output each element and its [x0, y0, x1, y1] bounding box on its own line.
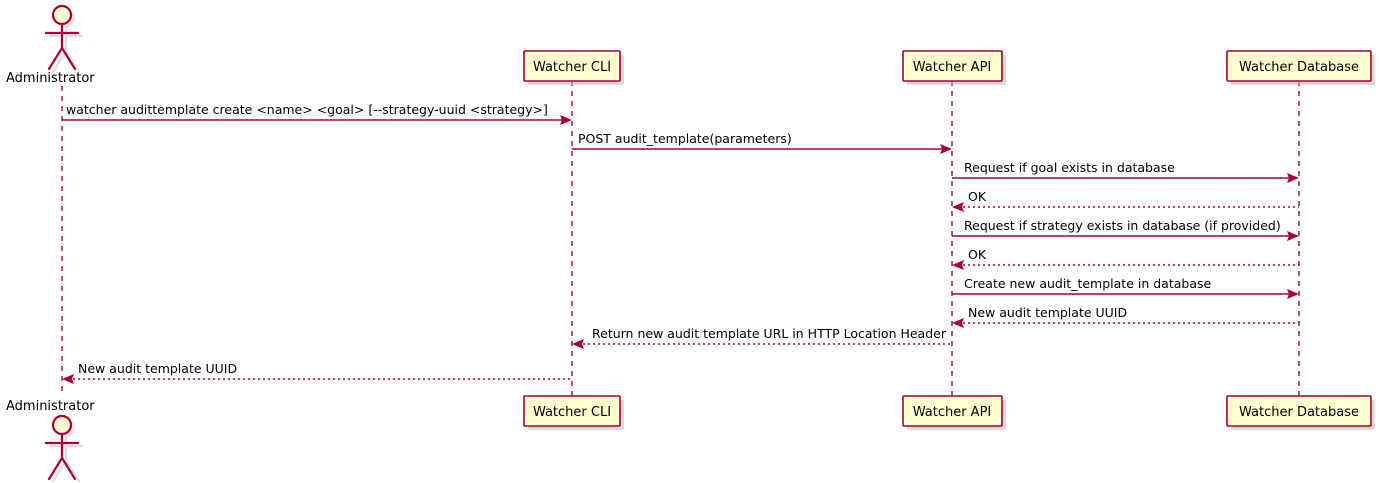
arrow-head-left [952, 318, 964, 328]
arrow-head-left [952, 260, 964, 270]
actor-head-icon [51, 4, 73, 26]
arrow-head-right [940, 144, 952, 154]
participant-box-db-top[interactable]: Watcher Database [1226, 50, 1375, 85]
box-rect [1226, 50, 1372, 82]
message-1[interactable]: watcher audittemplate create <name> <goa… [62, 102, 572, 125]
message-10[interactable]: New audit template UUID [62, 361, 572, 384]
box-rect [902, 395, 1003, 427]
participant-label-db-top: Watcher Database [1239, 60, 1359, 75]
actor-label-admin-top: Administrator [6, 71, 95, 86]
message-9[interactable]: Return new audit template URL in HTTP Lo… [572, 326, 952, 349]
participant-box-api-top[interactable]: Watcher API [902, 50, 1006, 85]
message-label-6: OK [968, 247, 987, 262]
participant-box-cli-bottom[interactable]: Watcher CLI [523, 395, 624, 430]
message-2[interactable]: POST audit_template(parameters) [572, 131, 952, 154]
message-label-9: Return new audit template URL in HTTP Lo… [592, 326, 947, 341]
box-rect [523, 50, 621, 82]
message-label-2: POST audit_template(parameters) [578, 131, 792, 146]
participant-label-cli-bottom: Watcher CLI [533, 405, 611, 420]
lifelines [61, 81, 1300, 396]
message-4[interactable]: OK [952, 189, 1299, 212]
message-8[interactable]: New audit template UUID [952, 305, 1299, 328]
message-label-5: Request if strategy exists in database (… [964, 218, 1281, 233]
arrow-head-right [560, 115, 572, 125]
message-5[interactable]: Request if strategy exists in database (… [952, 218, 1299, 241]
actor-administrator-top[interactable]: Administrator [6, 4, 95, 86]
message-label-8: New audit template UUID [968, 305, 1127, 320]
participant-box-db-bottom[interactable]: Watcher Database [1226, 395, 1375, 430]
message-3[interactable]: Request if goal exists in database [952, 160, 1299, 183]
box-rect [523, 395, 621, 427]
message-label-7: Create new audit_template in database [964, 276, 1211, 291]
message-6[interactable]: OK [952, 247, 1299, 270]
participant-label-api-bottom: Watcher API [913, 405, 992, 420]
arrow-head-left [62, 374, 74, 384]
message-label-1: watcher audittemplate create <name> <goa… [66, 102, 548, 117]
message-label-10: New audit template UUID [78, 361, 237, 376]
message-label-3: Request if goal exists in database [964, 160, 1175, 175]
participant-label-db-bottom: Watcher Database [1239, 405, 1359, 420]
actor-body-icon-bottom [44, 432, 80, 481]
participant-label-api-top: Watcher API [913, 60, 992, 75]
actor-body-shadow [48, 25, 84, 74]
arrow-head-right [1287, 289, 1299, 299]
actor-body-shadow-bottom [48, 435, 84, 483]
participant-label-cli-top: Watcher CLI [533, 60, 611, 75]
actor-body-icon [44, 22, 80, 71]
message-7[interactable]: Create new audit_template in database [952, 276, 1299, 299]
actor-label-admin-bottom: Administrator [6, 399, 95, 414]
actor-administrator-bottom[interactable]: Administrator [6, 399, 95, 483]
box-rect [902, 50, 1003, 82]
box-rect [1226, 395, 1372, 427]
participant-box-cli-top[interactable]: Watcher CLI [523, 50, 624, 85]
arrow-head-left [572, 339, 584, 349]
message-label-4: OK [968, 189, 987, 204]
arrow-head-right [1287, 231, 1299, 241]
actor-head-icon-bottom [51, 414, 73, 436]
arrow-head-left [952, 202, 964, 212]
arrow-head-right [1287, 173, 1299, 183]
participant-box-api-bottom[interactable]: Watcher API [902, 395, 1006, 430]
